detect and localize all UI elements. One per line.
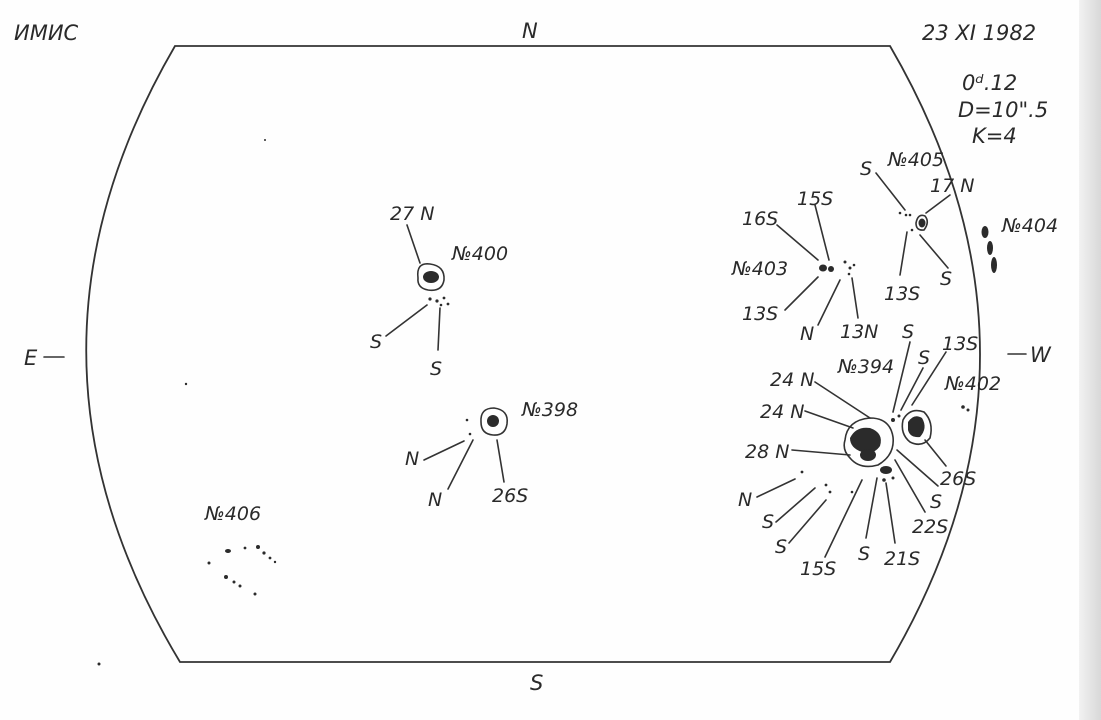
group-398-label-3: 26S [492,485,528,507]
disk-diameter: D=10".5 [958,98,1048,122]
group-406-number: №406 [204,503,261,525]
group-403-label-1: 15S [797,188,833,210]
observation-date: 23 XI 1982 [922,21,1036,45]
stray-dot [184,382,188,386]
east-label: E [24,346,38,370]
group-394-label-12: 26S [940,468,976,490]
group-394-label-3: 28 N [745,441,789,463]
group-405-number: №405 [887,149,944,171]
group-400-label-3: S [430,358,442,380]
k-value: K=4 [972,124,1017,148]
group-394-label-2: 24 N [760,401,804,423]
group-394-label-8: S [858,543,870,565]
group-394-label-14: S [918,347,930,369]
stray-dot [97,662,101,666]
stray-dot [264,139,266,141]
south-label: S [530,671,543,695]
group-394-label-10: 22S [912,516,948,538]
group-400-number: №400 [451,243,508,265]
solar-disk-outline [85,45,981,663]
group-394-label-7: 15S [800,558,836,580]
group-403-label-2: 16S [742,208,778,230]
group-404: №404 [981,215,1058,273]
observation-time: 0ᵈ.12 [962,71,1017,95]
group-403: №403 15S 16S 13S N 13N [731,188,878,345]
group-394-label-4: N [738,489,752,511]
observatory-label: ИМИС [14,21,79,45]
group-403-label-3: 13S [742,303,778,325]
group-394-number: №394 [837,356,894,378]
group-400: №400 27 N S S [370,203,508,380]
west-label: W [1030,343,1052,367]
group-398-label-1: N [405,448,419,470]
group-394-label-6: S [775,536,787,558]
group-405-label-1: S [860,158,872,180]
group-394-label-15: 13S [942,333,978,355]
group-400-label-2: S [370,331,382,353]
group-394-label-9: 21S [884,548,920,570]
group-394-label-13: S [902,321,914,343]
north-label: N [522,19,538,43]
group-403-label-5: 13N [840,321,878,343]
group-394: №394 24 N 24 N 28 N N S S 15S S 21S [738,321,978,580]
group-402-number: №402 [944,373,1001,395]
group-405-label-4: S [940,268,952,290]
group-394-label-5: S [762,511,774,533]
group-406: №406 [204,503,277,596]
group-402: №402 [944,373,1001,412]
group-403-label-4: N [800,323,814,345]
group-404-number: №404 [1001,215,1058,237]
group-398-number: №398 [521,399,578,421]
group-405: №405 S 17 N 13S S [860,149,974,305]
group-403-number: №403 [731,258,788,280]
group-405-label-3: 13S [884,283,920,305]
group-405-label-2: 17 N [930,175,974,197]
group-394-label-1: 24 N [770,369,814,391]
group-398: №398 N N 26S [405,399,578,511]
page-edge-shadow [1079,0,1101,720]
group-394-label-11: S [930,491,942,513]
group-400-label-1: 27 N [390,203,434,225]
group-398-label-2: N [428,489,442,511]
